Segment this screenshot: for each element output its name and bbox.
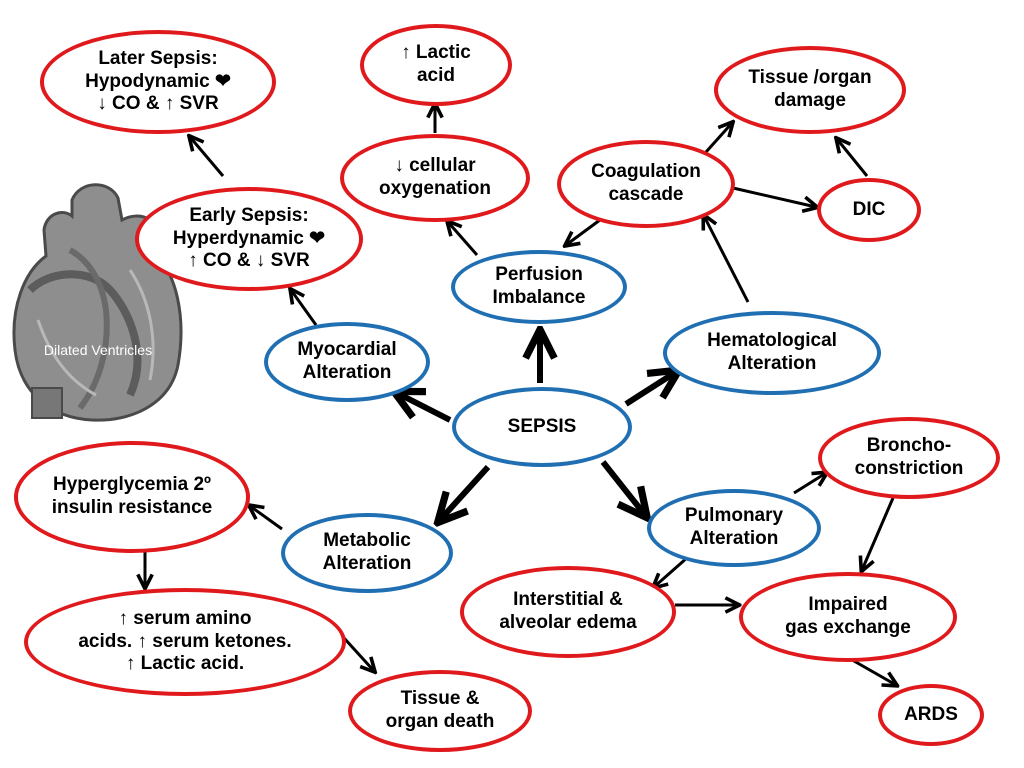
arrow-dic-to-tissue-damage: [837, 139, 869, 177]
arrow-sepsis-to-hematological: [624, 372, 676, 407]
arrow-coagulation-to-tissue-damage: [704, 123, 732, 154]
arrow-coagulation-to-perfusion: [566, 215, 605, 245]
early-sepsis-node: Early Sepsis: Hyperdynamic ❤ ↑ CO & ↓ SV…: [135, 187, 363, 291]
dic-node: DIC: [817, 178, 921, 242]
tissue-organ-damage-node: Tissue /organ damage: [714, 46, 906, 134]
metabolic-alteration-node: Metabolic Alteration: [281, 513, 453, 593]
sepsis-node: SEPSIS: [452, 387, 632, 467]
perfusion-imbalance-node: Perfusion Imbalance: [451, 250, 627, 324]
heart-caption: Dilated Ventricles: [43, 342, 153, 358]
arrow-myocardial-to-early: [291, 290, 318, 326]
coagulation-cascade-node: Coagulation cascade: [557, 140, 735, 228]
arrow-early-to-later: [190, 137, 225, 177]
arrow-pulmonary-to-broncho: [793, 473, 826, 495]
tissue-organ-death-node: Tissue & organ death: [348, 670, 532, 752]
arrow-sepsis-to-pulmonary: [600, 460, 645, 515]
pulmonary-alteration-node: Pulmonary Alteration: [647, 489, 821, 567]
arrow-coagulation-to-dic: [732, 186, 816, 207]
cellular-oxygenation-node: ↓ cellular oxygenation: [340, 134, 530, 222]
arrow-sepsis-to-myocardial: [397, 393, 452, 423]
broncho-constriction-node: Broncho- constriction: [818, 417, 1000, 499]
impaired-gas-exchange-node: Impaired gas exchange: [739, 572, 957, 662]
arrow-serum-to-tissue-death: [342, 636, 374, 671]
arrow-sepsis-to-metabolic: [440, 464, 491, 520]
arrow-perfusion-to-oxygenation: [448, 222, 479, 256]
interstitial-edema-node: Interstitial & alveolar edema: [460, 566, 676, 658]
arrow-broncho-to-impaired: [862, 497, 895, 570]
serum-amino-node: ↑ serum amino acids. ↑ serum ketones. ↑ …: [24, 588, 346, 696]
lactic-acid-node: ↑ Lactic acid: [360, 24, 512, 106]
arrow-metabolic-to-hyperglycemia: [250, 506, 283, 531]
later-sepsis-node: Later Sepsis: Hypodynamic ❤ ↓ CO & ↑ SVR: [40, 30, 276, 134]
arrow-pulmonary-to-interstitial: [654, 555, 689, 587]
ards-node: ARDS: [878, 684, 984, 746]
myocardial-alteration-node: Myocardial Alteration: [264, 322, 430, 402]
arrow-hematological-to-coagulation: [704, 216, 750, 303]
hyperglycemia-node: Hyperglycemia 2º insulin resistance: [14, 441, 250, 553]
hematological-alteration-node: Hematological Alteration: [663, 311, 881, 395]
